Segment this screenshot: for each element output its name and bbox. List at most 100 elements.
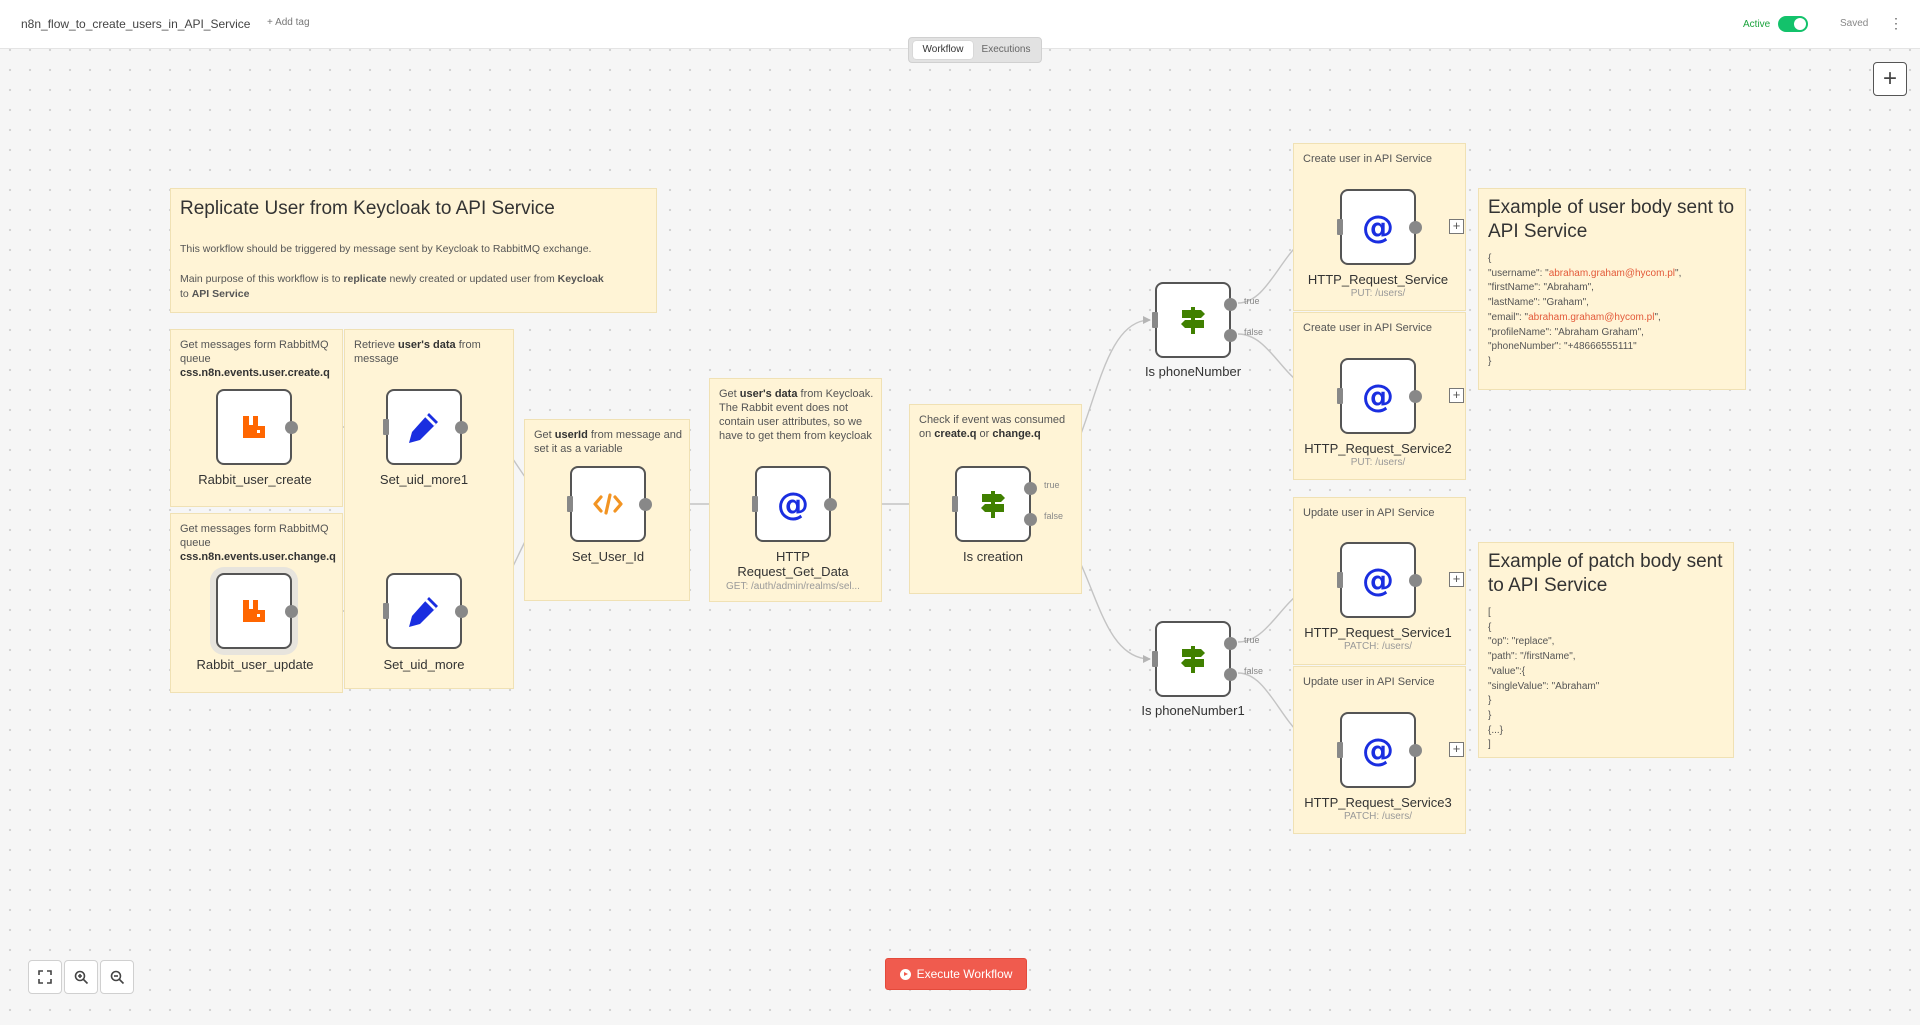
output-handle-true[interactable]: true [1224, 296, 1260, 311]
output-handle[interactable] [1409, 390, 1422, 403]
input-handle[interactable] [1152, 312, 1158, 328]
node-label: HTTP_Request_Service2 [1304, 441, 1452, 456]
input-handle[interactable] [1337, 572, 1343, 588]
code-icon [572, 468, 644, 540]
add-next-node-button[interactable]: + [1449, 572, 1464, 587]
node-subtitle: PUT: /users/ [1350, 457, 1406, 468]
add-next-node-button[interactable]: + [1449, 742, 1464, 757]
add-next-node-button[interactable]: + [1449, 388, 1464, 403]
output-handle[interactable] [1409, 574, 1422, 587]
zoom-out-button[interactable] [100, 960, 134, 994]
pencil-icon [388, 575, 460, 647]
node-set-uid-more1[interactable] [383, 389, 468, 465]
output-handle[interactable] [1409, 221, 1422, 234]
output-handle[interactable] [824, 498, 837, 511]
input-handle[interactable] [1337, 219, 1343, 235]
node-label: Is phoneNumber [1144, 364, 1242, 379]
node-set-user-id[interactable] [567, 466, 652, 542]
node-http-request-get-data[interactable]: @ [752, 466, 837, 542]
tab-executions[interactable]: Executions [981, 44, 1031, 55]
output-handle[interactable] [639, 498, 652, 511]
output-handle-false[interactable]: false [1224, 327, 1263, 342]
node-label: Set_uid_more [383, 657, 465, 672]
output-handle-false[interactable]: false [1224, 666, 1263, 681]
output-handle[interactable] [285, 605, 298, 618]
node-set-uid-more[interactable] [383, 573, 468, 649]
node-http-request-service2[interactable]: @ [1337, 358, 1422, 434]
node-label: Is phoneNumber1 [1141, 703, 1245, 718]
output-handle-true[interactable]: true [1224, 635, 1260, 650]
active-toggle[interactable] [1778, 16, 1808, 32]
at-icon: @ [1362, 731, 1394, 769]
node-rabbit-user-update[interactable] [216, 573, 298, 649]
note-patch-body: Example of patch body sent to API Servic… [1478, 542, 1734, 758]
input-handle[interactable] [567, 496, 573, 512]
node-http-request-service3[interactable]: @ [1337, 712, 1422, 788]
node-label: Set_uid_more1 [379, 472, 469, 487]
rabbitmq-icon [218, 575, 290, 647]
signpost-icon [1157, 623, 1229, 695]
add-next-node-button[interactable]: + [1449, 219, 1464, 234]
zoom-in-icon [74, 970, 88, 984]
note-replicate-line1: This workflow should be triggered by mes… [180, 243, 592, 255]
output-handle-true[interactable]: true [1024, 480, 1060, 495]
node-label: Set_User_Id [571, 549, 645, 564]
node-label: Rabbit_user_create [198, 472, 312, 487]
node-label: HTTP_Request_Service1 [1304, 625, 1452, 640]
output-handle[interactable] [285, 421, 298, 434]
play-icon [899, 968, 911, 980]
active-label: Active [1743, 19, 1771, 30]
node-label: Rabbit_user_update [196, 657, 314, 672]
saved-status: Saved [1840, 18, 1869, 29]
node-label: Is creation [963, 549, 1023, 564]
node-subtitle: PATCH: /users/ [1344, 641, 1412, 652]
zoom-to-fit-button[interactable] [28, 960, 62, 994]
output-handle[interactable] [455, 421, 468, 434]
node-http-request-service1[interactable]: @ [1337, 542, 1422, 618]
input-handle[interactable] [383, 603, 389, 619]
input-handle[interactable] [1337, 388, 1343, 404]
output-handle[interactable] [1409, 744, 1422, 757]
note-patch-body-code: [ { "op": "replace", "path": "/firstName… [1488, 607, 1600, 751]
execute-workflow-label: Execute Workflow [916, 967, 1013, 981]
workflow-name[interactable]: n8n_flow_to_create_users_in_API_Service [21, 17, 251, 31]
node-http-request-service[interactable]: @ [1337, 189, 1422, 265]
note-patch-body-title: Example of patch body sent to API Servic… [1488, 551, 1723, 596]
execute-workflow-button[interactable]: Execute Workflow [885, 958, 1027, 990]
node-label: HTTP_Request_Service3 [1304, 795, 1452, 810]
tab-workflow[interactable]: Workflow [913, 41, 973, 59]
input-handle[interactable] [952, 496, 958, 512]
output-handle[interactable] [455, 605, 468, 618]
view-switcher: Workflow Executions [908, 37, 1042, 63]
input-handle[interactable] [1152, 651, 1158, 667]
rabbitmq-icon [218, 391, 290, 463]
zoom-in-button[interactable] [64, 960, 98, 994]
signpost-icon [1157, 284, 1229, 356]
more-menu-icon[interactable]: ⋮ [1889, 15, 1903, 31]
node-rabbit-user-create[interactable] [216, 389, 298, 465]
at-icon: @ [777, 485, 809, 523]
note-user-body: Example of user body sent to API Service… [1478, 188, 1746, 390]
node-is-creation[interactable]: true false [952, 466, 1063, 542]
input-handle[interactable] [1337, 742, 1343, 758]
note-user-body-code: { "username": "abraham.graham@hycom.pl",… [1488, 253, 1682, 367]
output-handle-false[interactable]: false [1024, 511, 1063, 526]
node-subtitle: PUT: /users/ [1350, 288, 1406, 299]
note-replicate-line2: Main purpose of this workflow is to repl… [180, 273, 604, 300]
node-is-phonenumber[interactable]: true false [1152, 282, 1263, 358]
pencil-icon [388, 391, 460, 463]
node-label: HTTP_Request_Service [1307, 272, 1449, 287]
input-handle[interactable] [752, 496, 758, 512]
note-replicate-title: Replicate User from Keycloak to API Serv… [180, 198, 555, 219]
at-icon: @ [1362, 377, 1394, 415]
note-user-body-title: Example of user body sent to API Service [1488, 197, 1735, 242]
fit-view-icon [38, 970, 52, 984]
input-handle[interactable] [383, 419, 389, 435]
node-subtitle: GET: /auth/admin/realms/sel... [726, 581, 860, 592]
signpost-icon [957, 468, 1029, 540]
node-is-phonenumber1[interactable]: true false [1152, 621, 1263, 697]
node-subtitle: PATCH: /users/ [1344, 811, 1412, 822]
add-tag-button[interactable]: + Add tag [267, 17, 310, 28]
add-node-button[interactable]: + [1873, 62, 1907, 96]
